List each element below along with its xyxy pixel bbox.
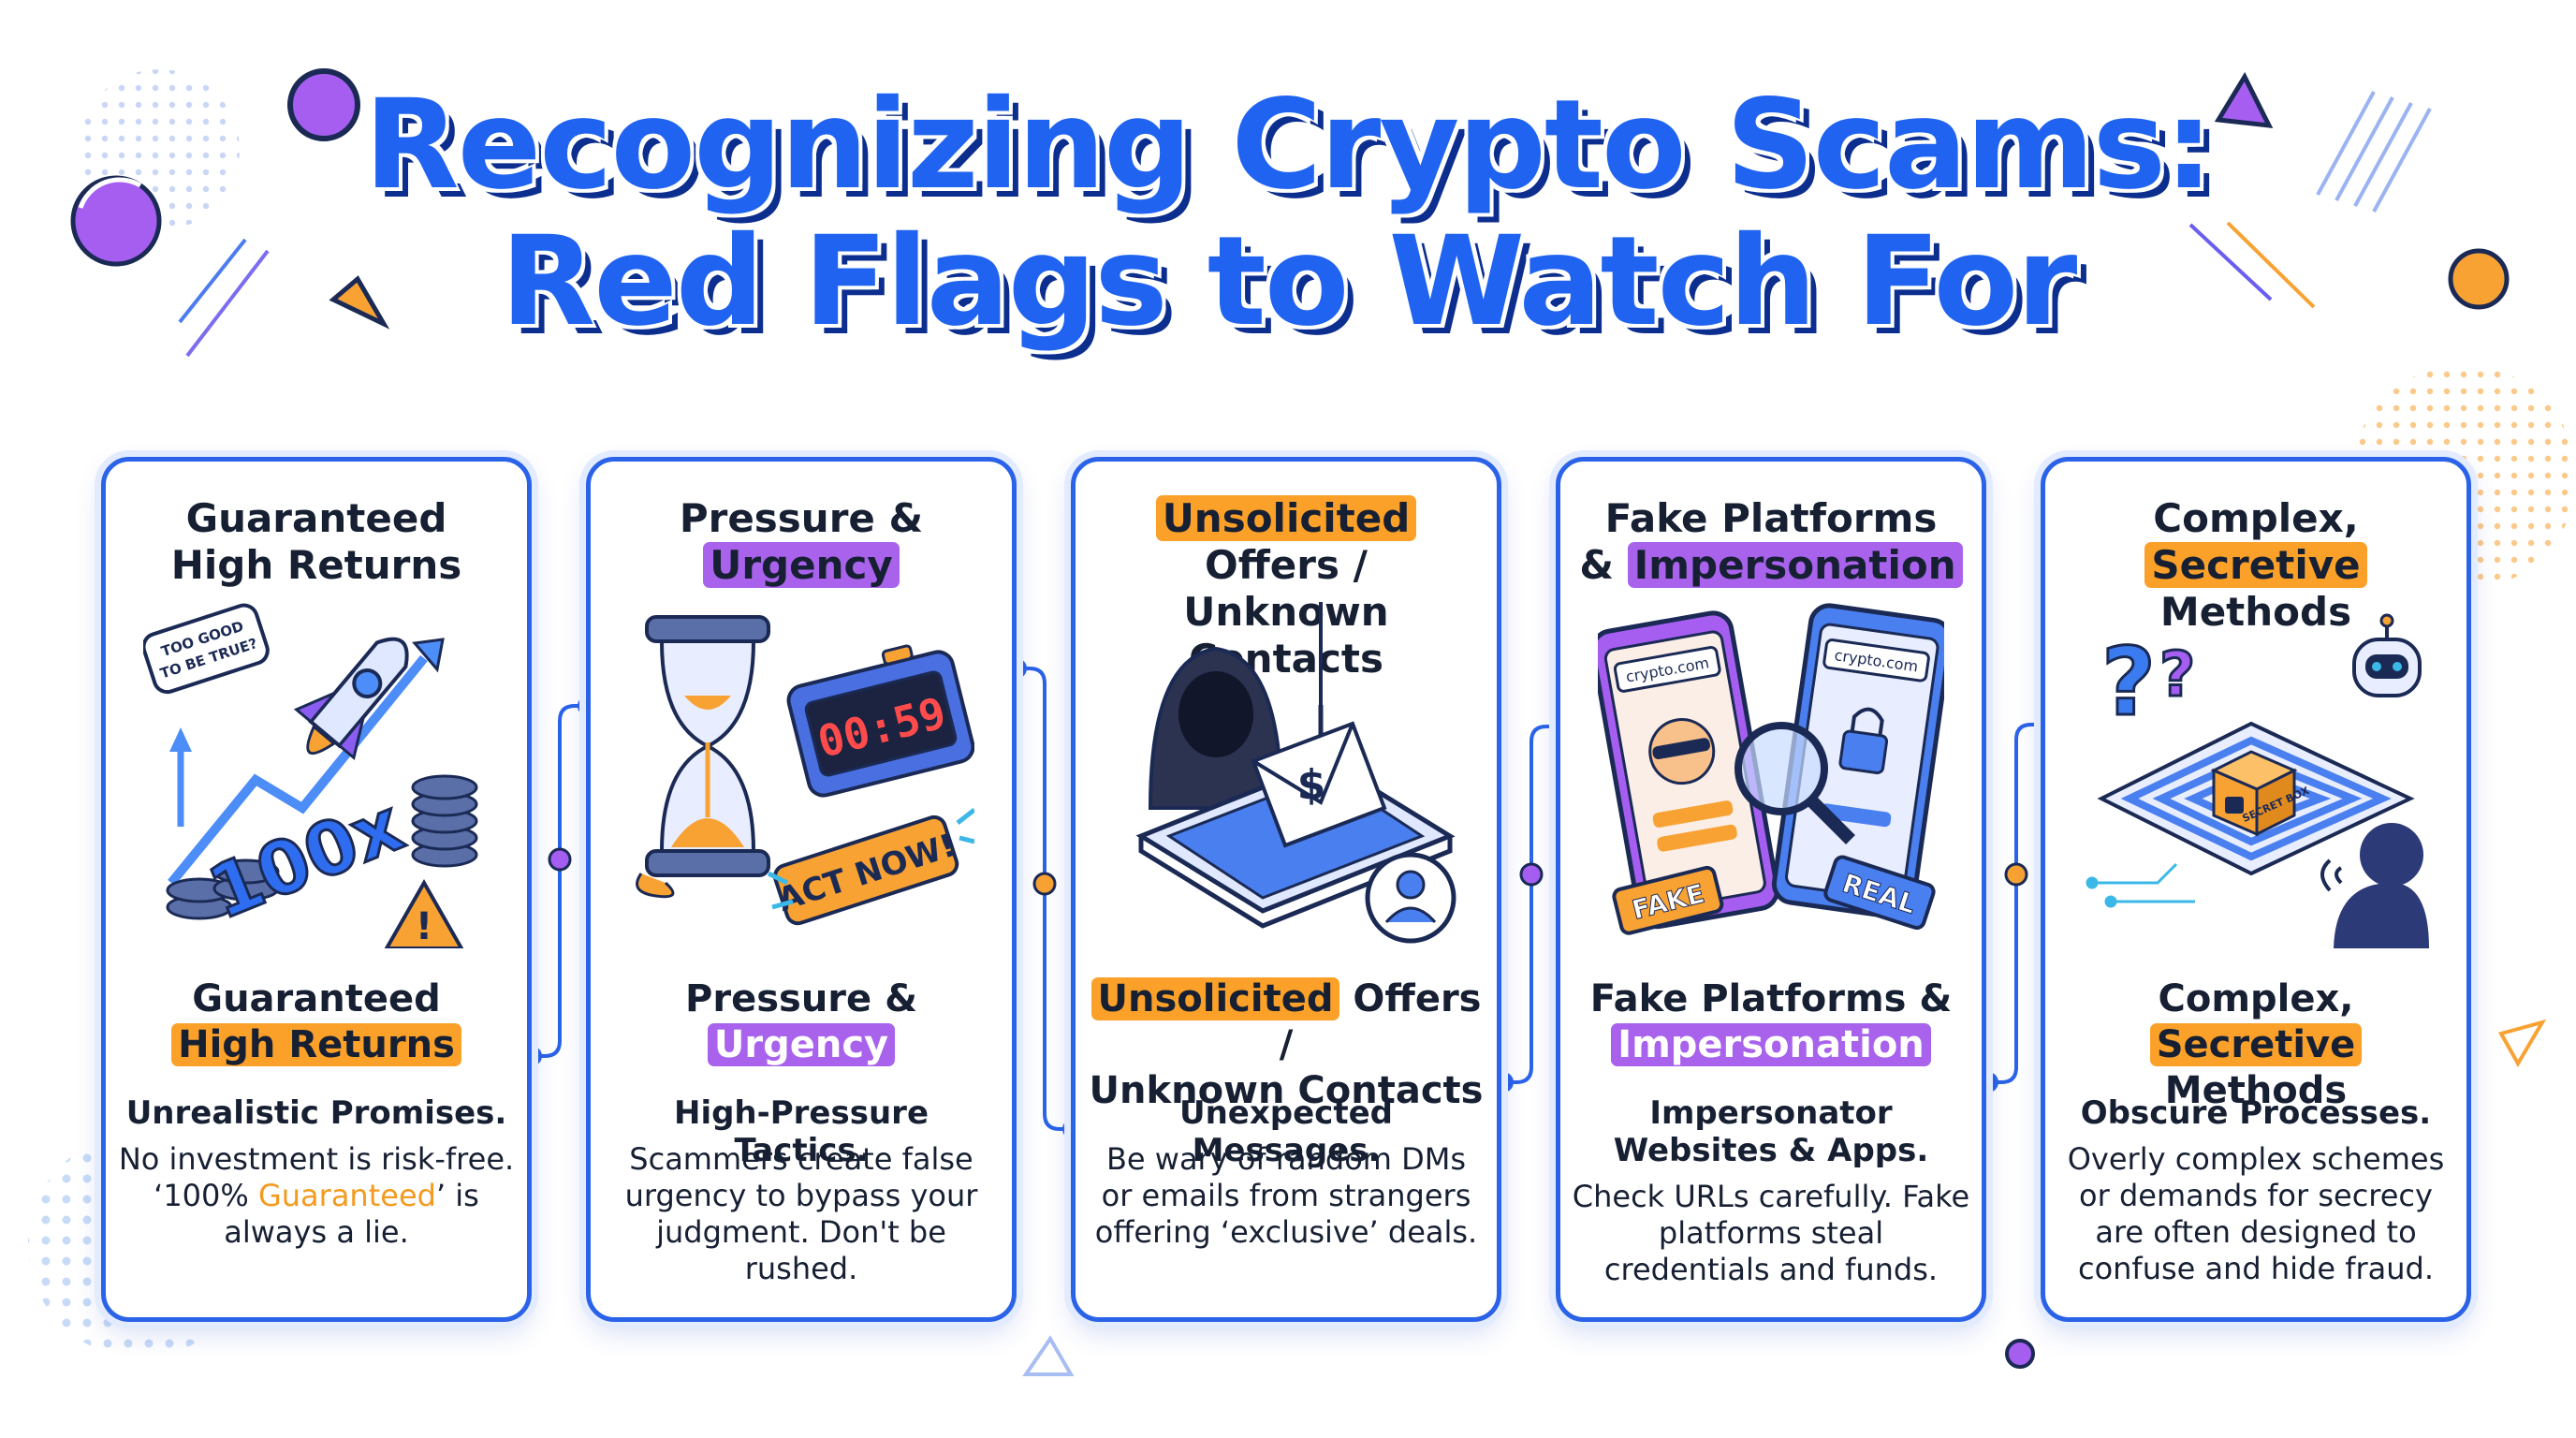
purple-circle-small bbox=[287, 68, 360, 141]
card-subheading: Unsolicited Offers / Unknown Contacts bbox=[1089, 977, 1484, 1112]
card-subheading: Complex, Secretive Methods bbox=[2055, 976, 2457, 1114]
card-complex-secretive: Complex, Secretive Methods SECRET BOX ? … bbox=[2041, 457, 2471, 1322]
too-good-bubble: TOO GOOD TO BE TRUE? bbox=[143, 603, 270, 695]
card-subheading: Guaranteed High Returns bbox=[115, 976, 518, 1068]
card-guaranteed-returns: Guaranteed High Returns TOO GOOD TO BE T… bbox=[101, 457, 532, 1322]
real-phone-icon: crypto.com bbox=[1771, 603, 1944, 920]
hourglass-icon bbox=[636, 615, 770, 899]
page-title-line-2: Red Flags to Watch For bbox=[500, 210, 2078, 354]
card-heading: Pressure & Urgency bbox=[679, 495, 924, 588]
digital-clock-icon: 00:59 bbox=[786, 644, 974, 798]
orange-triangle-outline bbox=[2497, 1019, 2547, 1068]
whispering-person-icon bbox=[2320, 823, 2429, 948]
envelope-icon: $ bbox=[1251, 721, 1387, 848]
card-heading: Complex, Secretive Methods bbox=[2055, 495, 2457, 636]
card-lead: Obscure Processes. bbox=[2080, 1094, 2432, 1132]
fake-vs-real-app-illustration: crypto.com crypto.com FAKE REAL bbox=[1598, 603, 1944, 935]
purple-circle-large bbox=[70, 175, 162, 267]
user-avatar-icon bbox=[1365, 852, 1456, 944]
up-arrow-icon bbox=[168, 654, 428, 887]
card-lead: Impersonator Websites & Apps. bbox=[1613, 1094, 1929, 1169]
hooded-figure-icon bbox=[1148, 646, 1284, 810]
question-marks-icon: ? ? bbox=[2100, 626, 2197, 739]
card-subheading: Fake Platforms & Impersonation bbox=[1589, 977, 1953, 1066]
orange-circle-right bbox=[2448, 248, 2510, 310]
card-subheading: Pressure & Urgency bbox=[685, 977, 917, 1066]
svg-text:?: ? bbox=[2101, 627, 2156, 737]
card-fake-platforms: Fake Platforms & Impersonation crypto.co… bbox=[1556, 457, 1986, 1322]
card-heading: Fake Platforms & Impersonation bbox=[1570, 495, 1972, 589]
magnifier-icon bbox=[1734, 722, 1855, 844]
purple-triangle-right bbox=[2214, 71, 2274, 128]
page-title-line-1: Recognizing Crypto Scams: bbox=[364, 73, 2214, 217]
card-lead: High-Pressure Tactics. bbox=[673, 1094, 929, 1169]
card-body: Overly complex schemes or demands for se… bbox=[2067, 1141, 2445, 1286]
card-body: Scammers create false urgency to bypass … bbox=[624, 1141, 978, 1286]
card-body: Be wary of random DMs or emails from str… bbox=[1094, 1141, 1478, 1250]
blue-triangle-outline bbox=[1022, 1335, 1075, 1376]
act-now-banner: ACT NOW! bbox=[773, 814, 960, 926]
coin-stack-icon bbox=[166, 774, 478, 920]
svg-text:!: ! bbox=[416, 905, 432, 948]
orange-triangle-left bbox=[329, 275, 390, 330]
card-body: No investment is risk-free. ‘100% Guaran… bbox=[118, 1141, 515, 1250]
purple-dot-bottom bbox=[2005, 1339, 2035, 1369]
lock-icon bbox=[1838, 729, 1889, 775]
card-unsolicited-offers: Unsolicited Offers / Unknown Contacts $ … bbox=[1071, 457, 1501, 1322]
card-lead: Unexpected Messages. bbox=[1178, 1094, 1393, 1169]
warning-icon: ! bbox=[384, 878, 464, 948]
card-body: Check URLs carefully. Fake platforms ste… bbox=[1572, 1179, 1970, 1287]
hourglass-timer-illustration: 00:59 ACT NOW! bbox=[636, 615, 974, 926]
robot-icon bbox=[2352, 613, 2422, 697]
phishing-phone-illustration: $ bbox=[1135, 602, 1456, 944]
card-pressure-urgency: Pressure & Urgency 00:59 ACT NOW! bbox=[586, 457, 1017, 1322]
secret-box-icon: SECRET BOX bbox=[2210, 750, 2311, 837]
fake-phone-icon: crypto.com bbox=[1598, 610, 1780, 930]
svg-text:?: ? bbox=[2159, 638, 2195, 711]
card-heading: Guaranteed High Returns bbox=[170, 495, 462, 588]
card-lead: Unrealistic Promises. bbox=[125, 1094, 507, 1132]
svg-text:$: $ bbox=[1297, 761, 1326, 809]
hatch-lines-right bbox=[2316, 91, 2432, 213]
card-heading: Unsolicited Offers / Unknown Contacts bbox=[1085, 495, 1487, 682]
rocket-chart-illustration: TOO GOOD TO BE TRUE? 100x ! bbox=[143, 603, 478, 948]
padlock-icon bbox=[2225, 797, 2244, 814]
maze-secret-box-illustration: SECRET BOX ? ? bbox=[2086, 613, 2429, 948]
rocket-icon bbox=[293, 637, 409, 761]
